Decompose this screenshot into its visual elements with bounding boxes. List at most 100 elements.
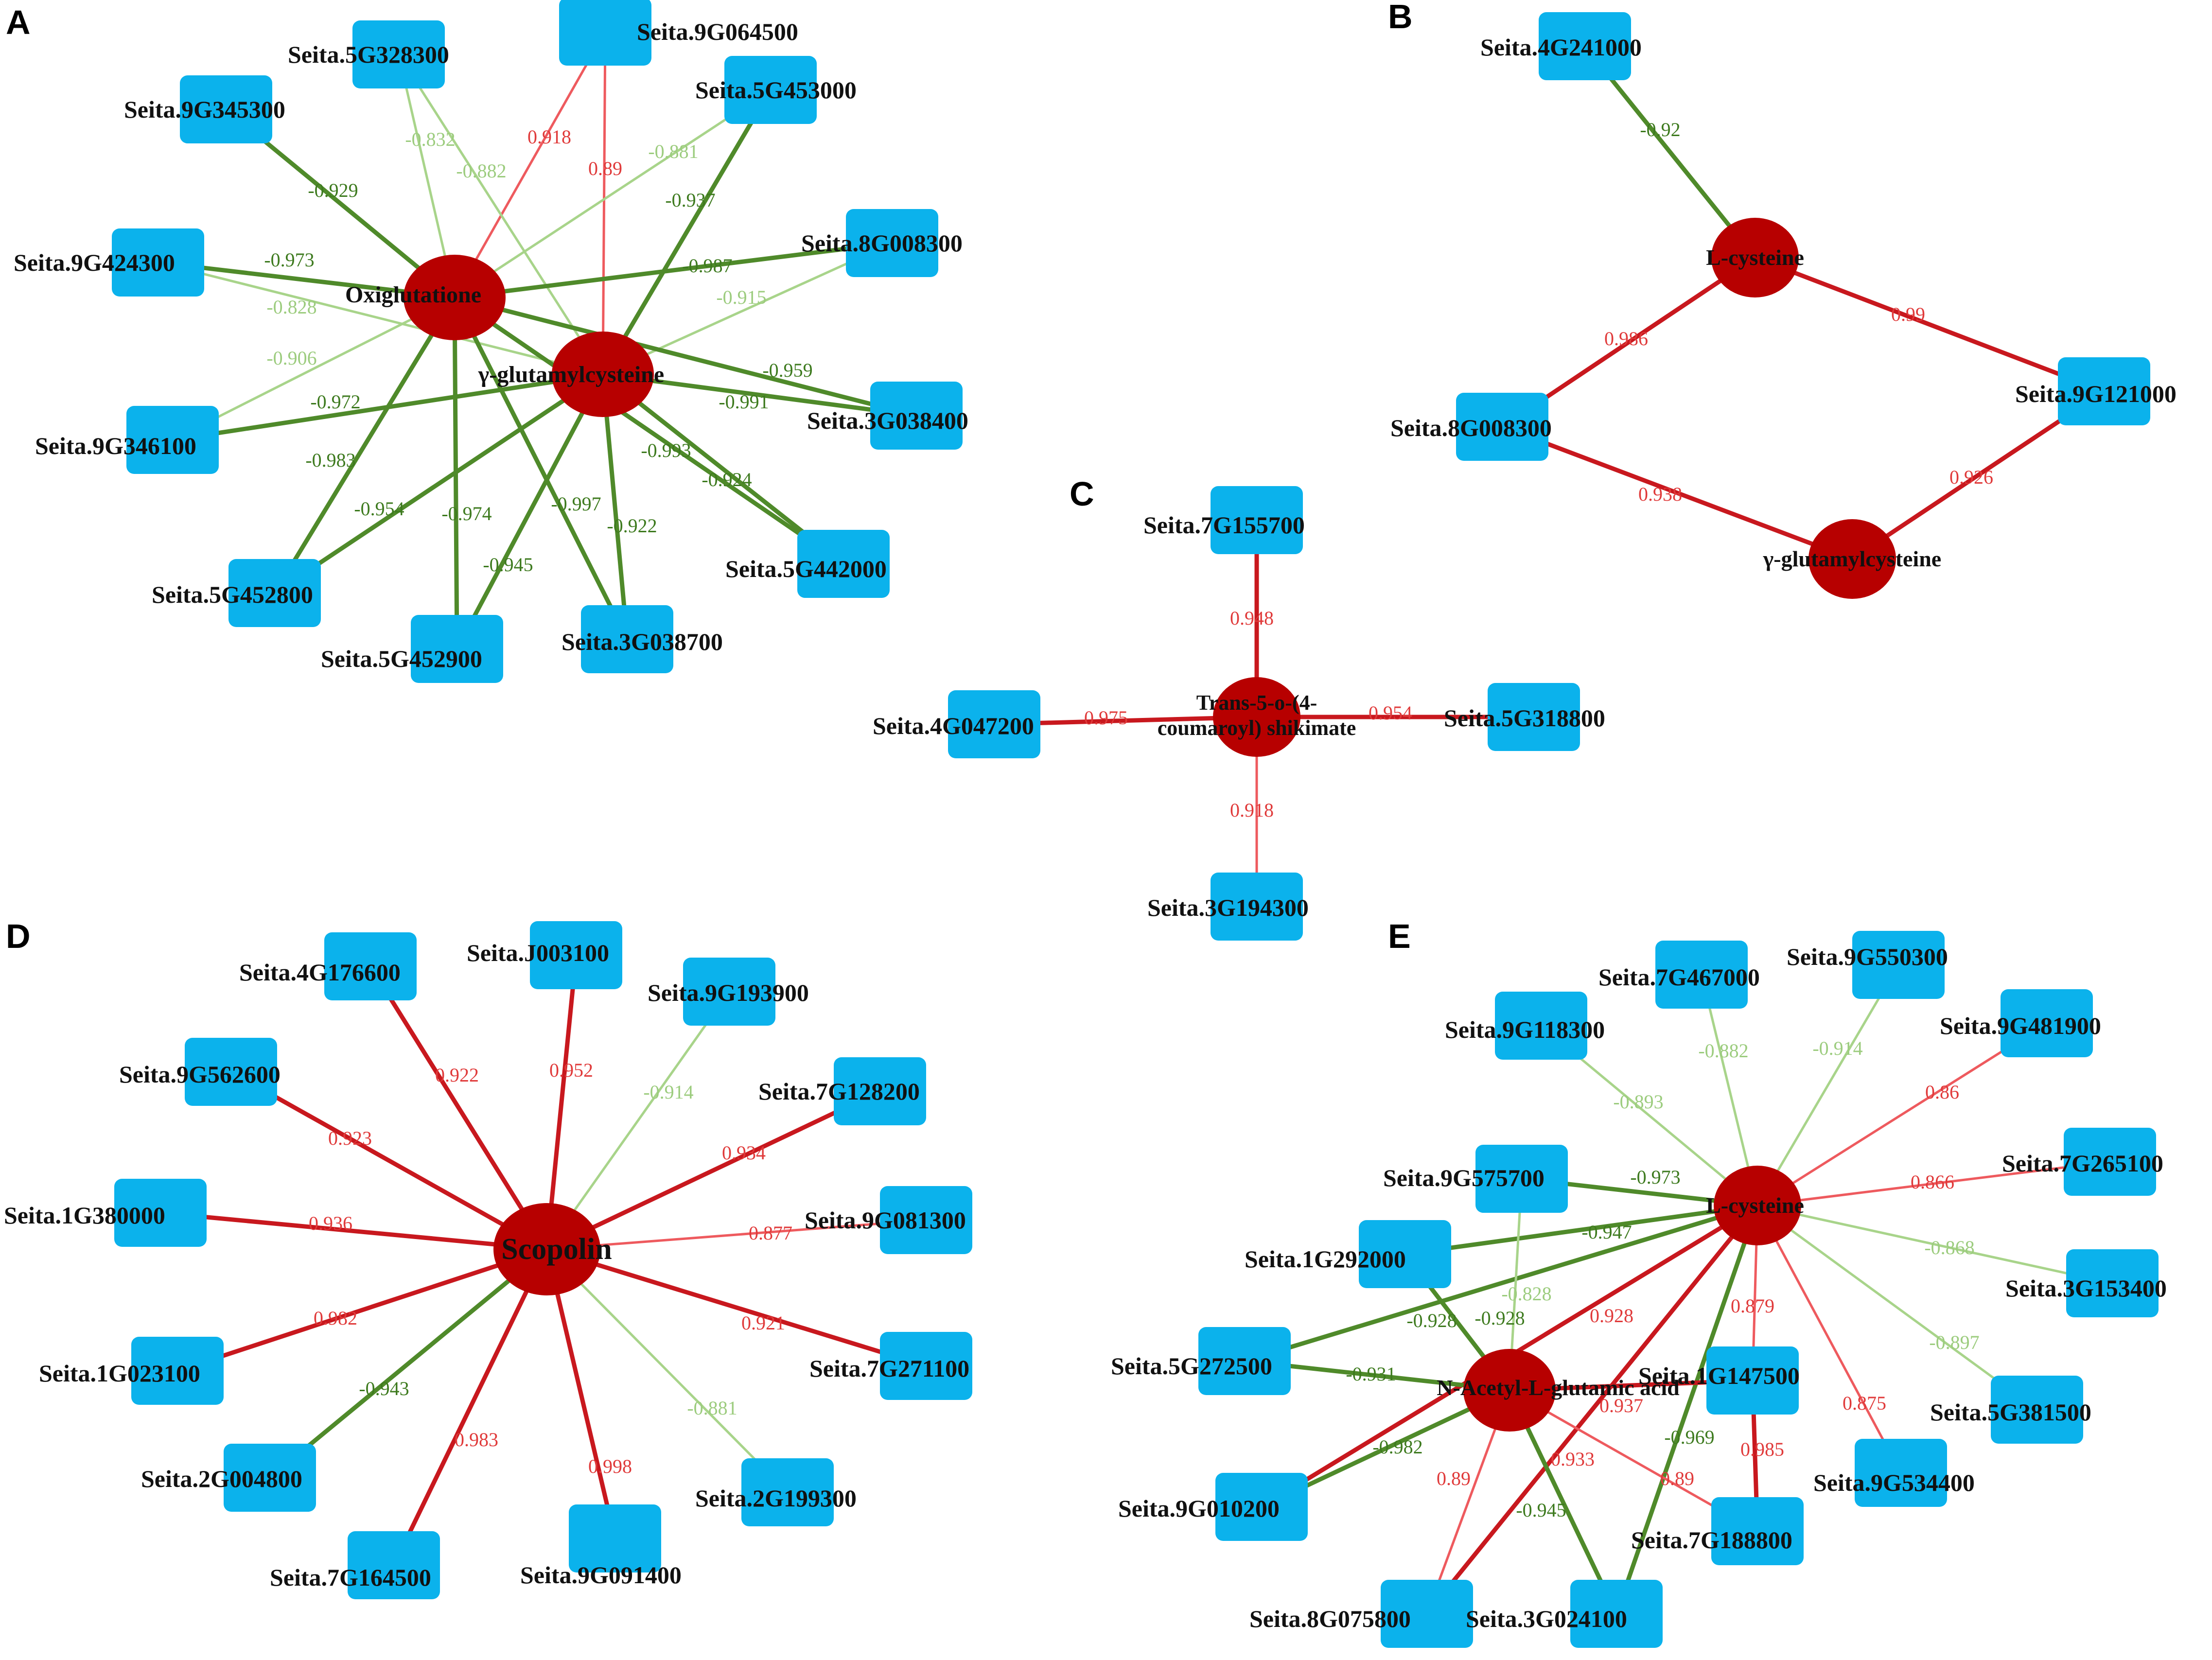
gene-node-box[interactable] bbox=[131, 1337, 224, 1405]
gene-node-box[interactable] bbox=[569, 1504, 661, 1573]
gene-node-box[interactable] bbox=[880, 1332, 972, 1400]
edge-weight-label: -0.882 bbox=[1698, 1040, 1748, 1062]
panel-letter-c: C bbox=[1070, 475, 1094, 513]
gene-node-box[interactable] bbox=[1991, 1376, 2083, 1444]
gene-node-box[interactable] bbox=[2066, 1249, 2159, 1317]
edge-weight-label: -0.972 bbox=[310, 391, 360, 413]
gene-node-box[interactable] bbox=[1852, 931, 1945, 999]
gene-node-box[interactable] bbox=[846, 209, 938, 277]
edge-scop-7G271100 bbox=[546, 1247, 927, 1368]
edge-weight-label: -0.983 bbox=[305, 449, 355, 471]
gene-label: Seita.1G380000 bbox=[4, 1202, 165, 1229]
edge-weight-label: -0.937 bbox=[665, 189, 715, 211]
gene-node-box[interactable] bbox=[948, 690, 1040, 758]
gene-node-box[interactable] bbox=[581, 605, 673, 673]
gene-node-box[interactable] bbox=[228, 559, 321, 627]
gene-node-box[interactable] bbox=[1570, 1580, 1663, 1648]
edge-oxi-8G008300 bbox=[454, 241, 893, 300]
edge-gglu-8G008300 bbox=[1501, 424, 1853, 561]
gene-node-box[interactable] bbox=[185, 1038, 277, 1106]
gene-node-box[interactable] bbox=[880, 1186, 972, 1254]
edge-weight-label: 0.982 bbox=[314, 1307, 357, 1329]
gene-node-box[interactable] bbox=[1475, 1145, 1568, 1213]
gene-node-box[interactable] bbox=[683, 958, 775, 1026]
gene-node-box[interactable] bbox=[1706, 1346, 1799, 1415]
gene-node-box[interactable] bbox=[1495, 992, 1587, 1060]
metabolite-node[interactable] bbox=[1714, 1166, 1801, 1245]
metabolite-label: coumaroyl) shikimate bbox=[1158, 716, 1356, 740]
gene-node-box[interactable] bbox=[797, 530, 890, 598]
edge-cys-3G024100 bbox=[1614, 1205, 1760, 1615]
gene-node-box[interactable] bbox=[2001, 989, 2093, 1057]
metabolite-node[interactable] bbox=[1463, 1349, 1556, 1432]
edge-weight-label: -0.931 bbox=[1346, 1363, 1396, 1385]
gene-node-box[interactable] bbox=[559, 0, 651, 66]
edge-weight-label: 0.937 bbox=[1599, 1395, 1643, 1416]
gene-label: Seita.9G534400 bbox=[1813, 1469, 1975, 1496]
gene-node-box[interactable] bbox=[1359, 1220, 1451, 1288]
metabolite-node[interactable] bbox=[1213, 677, 1300, 757]
gene-node-box[interactable] bbox=[1711, 1497, 1804, 1565]
edge-gglu-5G328300 bbox=[397, 53, 604, 375]
metabolite-node[interactable] bbox=[552, 332, 654, 417]
edge-weight-label: -0.943 bbox=[359, 1378, 409, 1399]
edge-oxi-9G346100 bbox=[172, 296, 456, 441]
metabolite-label: Oxiglutatione bbox=[345, 282, 481, 308]
gene-node-box[interactable] bbox=[870, 382, 963, 450]
gene-node-box[interactable] bbox=[1198, 1327, 1291, 1395]
edge-cys-3G153400 bbox=[1757, 1204, 2113, 1285]
gene-node-box[interactable] bbox=[1215, 1473, 1308, 1541]
edge-scop-7G128200 bbox=[546, 1089, 881, 1252]
gene-node-box[interactable] bbox=[1539, 12, 1631, 80]
edge-weight-label: 0.933 bbox=[1551, 1448, 1595, 1470]
gene-node-box[interactable] bbox=[126, 406, 219, 474]
gene-label: Seita.8G075800 bbox=[1249, 1605, 1411, 1632]
metabolite-node[interactable] bbox=[404, 255, 506, 340]
metabolite-node[interactable] bbox=[493, 1203, 600, 1295]
edge-scop-1G380000 bbox=[160, 1210, 547, 1252]
gene-node-box[interactable] bbox=[112, 228, 204, 297]
edge-weight-label: 0.89 bbox=[1660, 1468, 1694, 1489]
gene-node-box[interactable] bbox=[352, 20, 445, 88]
gene-node-box[interactable] bbox=[834, 1057, 926, 1125]
gene-node-box[interactable] bbox=[114, 1179, 207, 1247]
edge-cys-9G550300 bbox=[1756, 964, 1900, 1206]
gene-node-box[interactable] bbox=[411, 615, 503, 683]
gene-node-box[interactable] bbox=[224, 1444, 316, 1512]
edge-gglu-3G038700 bbox=[600, 374, 630, 640]
edge-weight-label: -0.928 bbox=[1475, 1307, 1525, 1329]
gene-node-box[interactable] bbox=[324, 932, 417, 1000]
edge-weight-label: -0.828 bbox=[1501, 1283, 1551, 1305]
gene-node-box[interactable] bbox=[1855, 1439, 1947, 1507]
gene-node-box[interactable] bbox=[348, 1531, 440, 1599]
metabolite-node[interactable] bbox=[1808, 519, 1896, 599]
edge-gglu-8G008300 bbox=[602, 242, 893, 376]
edge-gglu-5G453000 bbox=[601, 88, 772, 376]
edge-cys-9G481900 bbox=[1756, 1022, 2048, 1207]
gene-node-box[interactable] bbox=[1211, 873, 1303, 941]
gene-node-box[interactable] bbox=[1211, 486, 1303, 554]
gene-label: Seita.5G318800 bbox=[1444, 704, 1605, 732]
edge-scop-2G004800 bbox=[268, 1247, 548, 1480]
gene-label: Seita.5G453000 bbox=[695, 76, 857, 104]
edge-gglu-5G452800 bbox=[273, 372, 604, 595]
gene-node-box[interactable] bbox=[2064, 1128, 2156, 1196]
gene-node-box[interactable] bbox=[530, 921, 622, 989]
edge-weight-label: 0.875 bbox=[1843, 1392, 1886, 1414]
metabolite-node[interactable] bbox=[1711, 218, 1799, 297]
edge-scop-1G023100 bbox=[176, 1247, 548, 1373]
edge-weight-label: -0.954 bbox=[354, 498, 404, 520]
gene-node-box[interactable] bbox=[1488, 683, 1580, 751]
edge-weight-label: -0.997 bbox=[551, 493, 601, 515]
gene-label: Seita.2G004800 bbox=[141, 1465, 302, 1492]
gene-node-box[interactable] bbox=[1456, 393, 1548, 461]
gene-node-box[interactable] bbox=[741, 1458, 834, 1526]
gene-node-box[interactable] bbox=[1381, 1580, 1473, 1648]
gene-node-box[interactable] bbox=[2058, 357, 2150, 425]
gene-node-box[interactable] bbox=[724, 56, 817, 124]
panel-letter-b: B bbox=[1388, 0, 1413, 35]
gene-node-box[interactable] bbox=[180, 75, 272, 143]
panel-letter-e: E bbox=[1388, 917, 1411, 955]
gene-node-box[interactable] bbox=[1655, 941, 1748, 1009]
